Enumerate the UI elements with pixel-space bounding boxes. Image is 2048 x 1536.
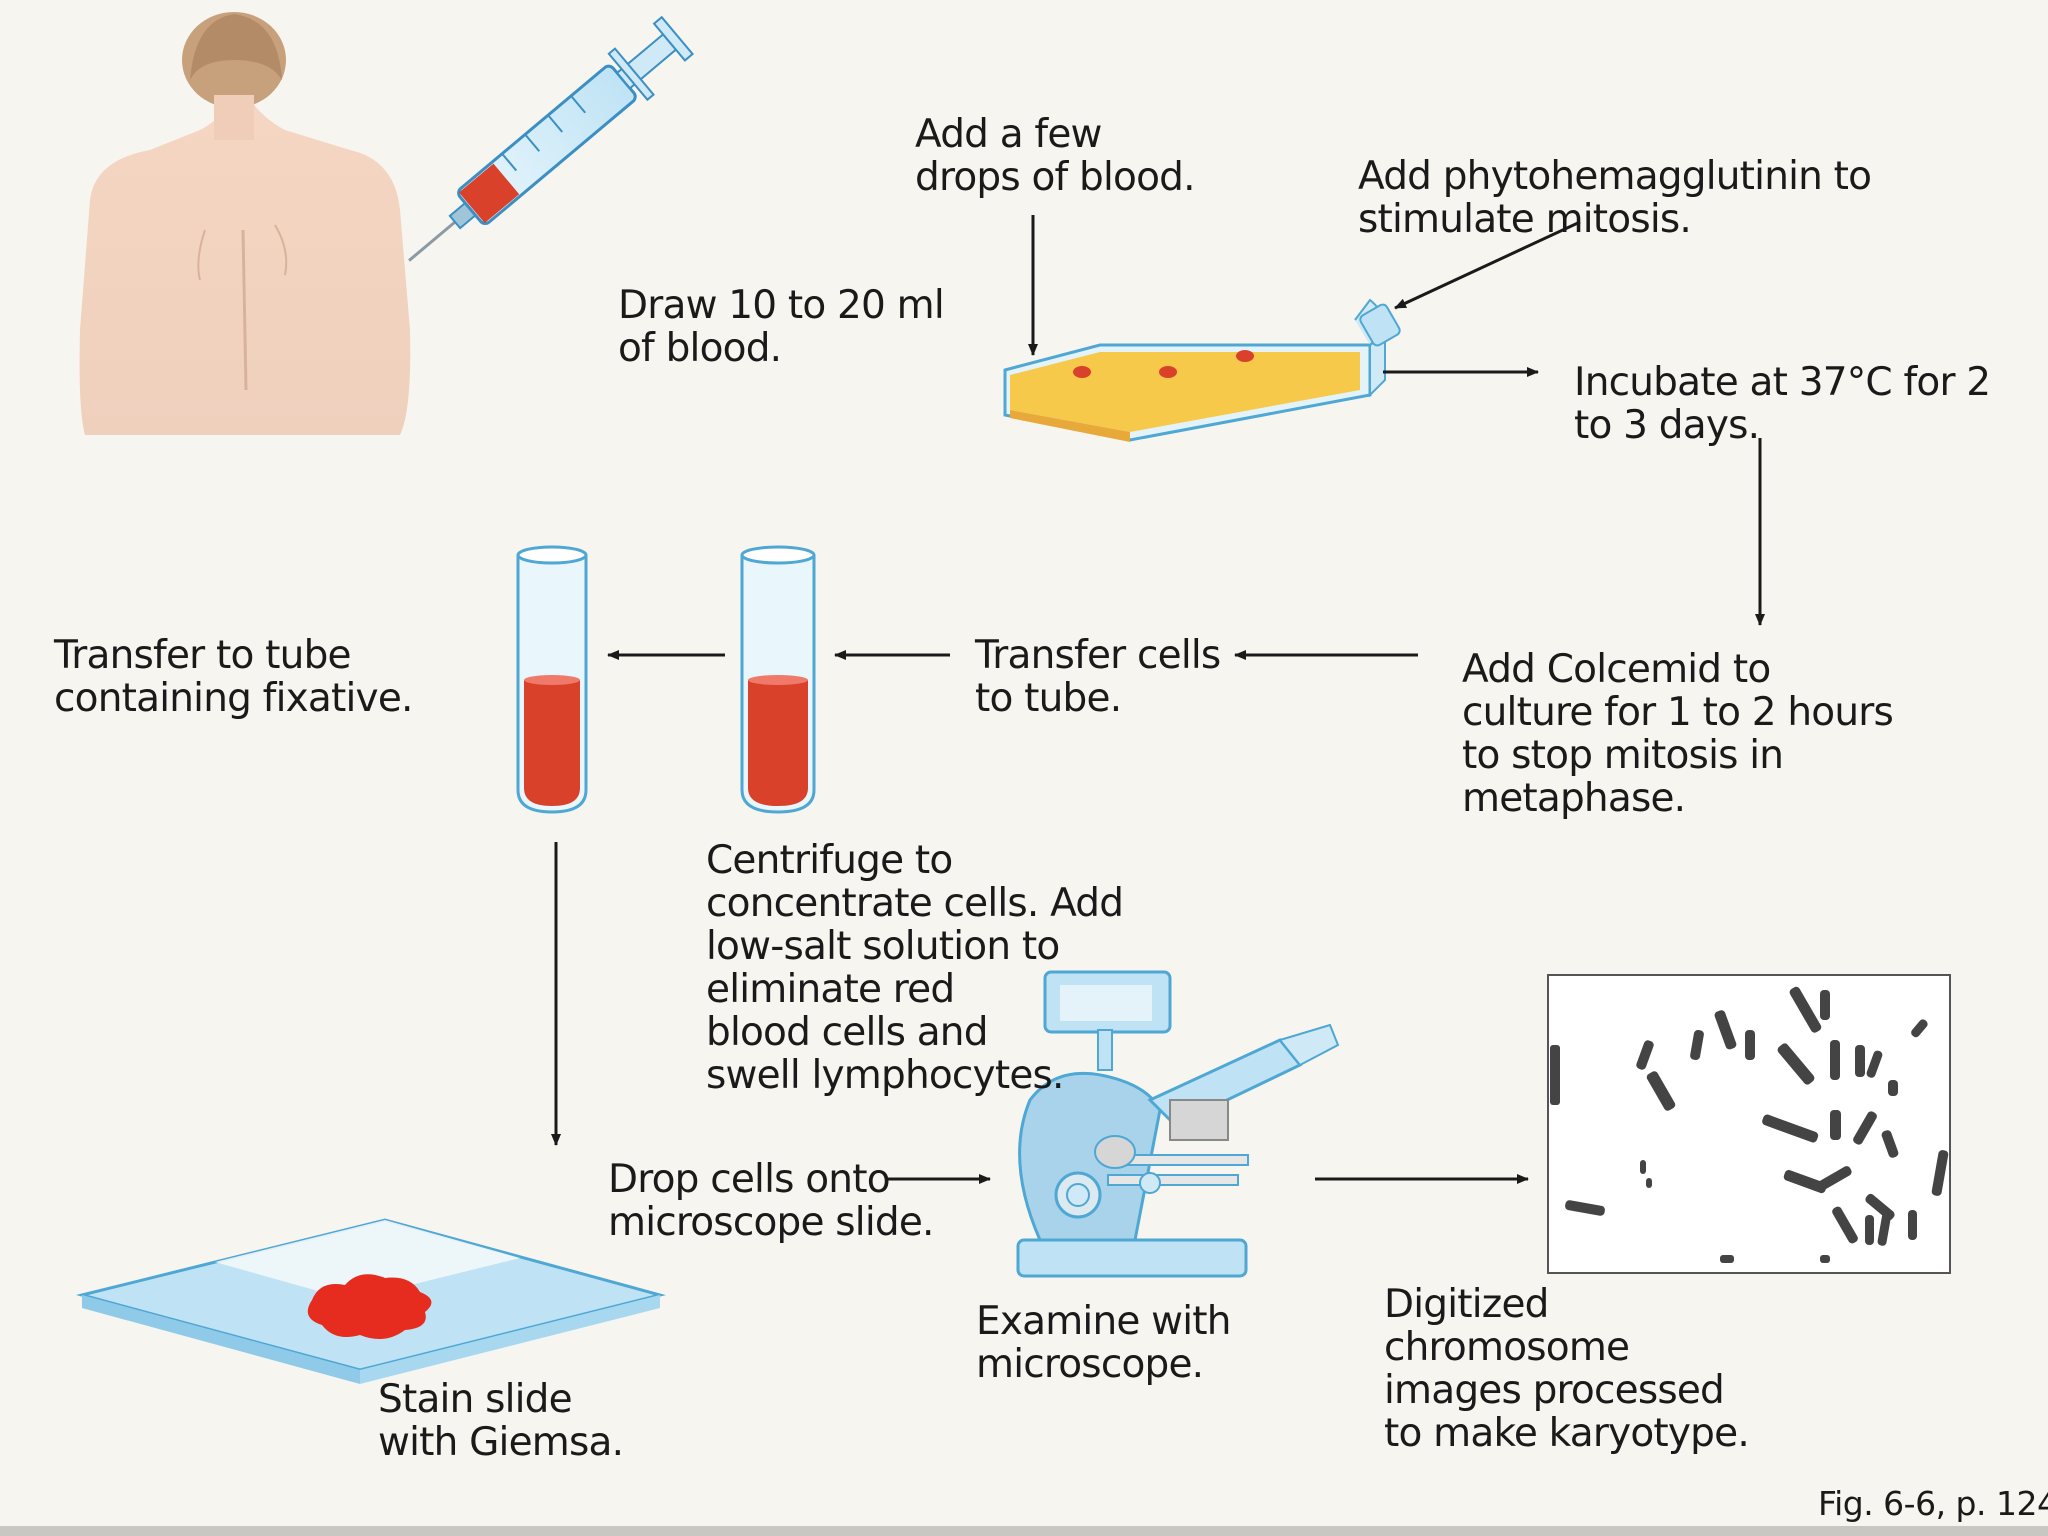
- label-transfer-fixative: Transfer to tube containing fixative.: [54, 633, 413, 721]
- label-incubate: Incubate at 37°C for 2 to 3 days.: [1574, 360, 1991, 448]
- person-back-illustration: [79, 12, 411, 435]
- bottom-border: [0, 1526, 2048, 1536]
- culture-flask-icon: [1003, 298, 1401, 442]
- label-add-colcemid: Add Colcemid to culture for 1 to 2 hours…: [1462, 647, 1894, 821]
- label-transfer-cells: Transfer cells to tube.: [975, 633, 1221, 721]
- test-tube-centrifuge: [740, 545, 816, 814]
- label-digitized: Digitized chromosome images processed to…: [1384, 1282, 1750, 1456]
- microscope-icon: [1016, 970, 1340, 1278]
- label-add-pha: Add phytohemagglutinin to stimulate mito…: [1358, 154, 1872, 242]
- label-draw-blood: Draw 10 to 20 ml of blood.: [618, 283, 945, 371]
- chromosome-spread-image: [1547, 974, 1951, 1274]
- microscope-slide-icon: [76, 1218, 666, 1384]
- figure-caption: Fig. 6-6, p. 124: [1818, 1484, 2048, 1523]
- label-stain: Stain slide with Giemsa.: [378, 1377, 624, 1465]
- process-arrows: [551, 215, 1765, 1184]
- label-examine: Examine with microscope.: [976, 1299, 1232, 1387]
- arrow-pha-to-flask-neck: [1394, 220, 1581, 310]
- label-centrifuge: Centrifuge to concentrate cells. Add low…: [706, 838, 1124, 1098]
- label-add-drops: Add a few drops of blood.: [915, 112, 1196, 200]
- test-tube-fixative: [516, 545, 588, 814]
- syringe-icon: [408, 15, 694, 262]
- label-drop-cells: Drop cells onto microscope slide.: [608, 1157, 934, 1245]
